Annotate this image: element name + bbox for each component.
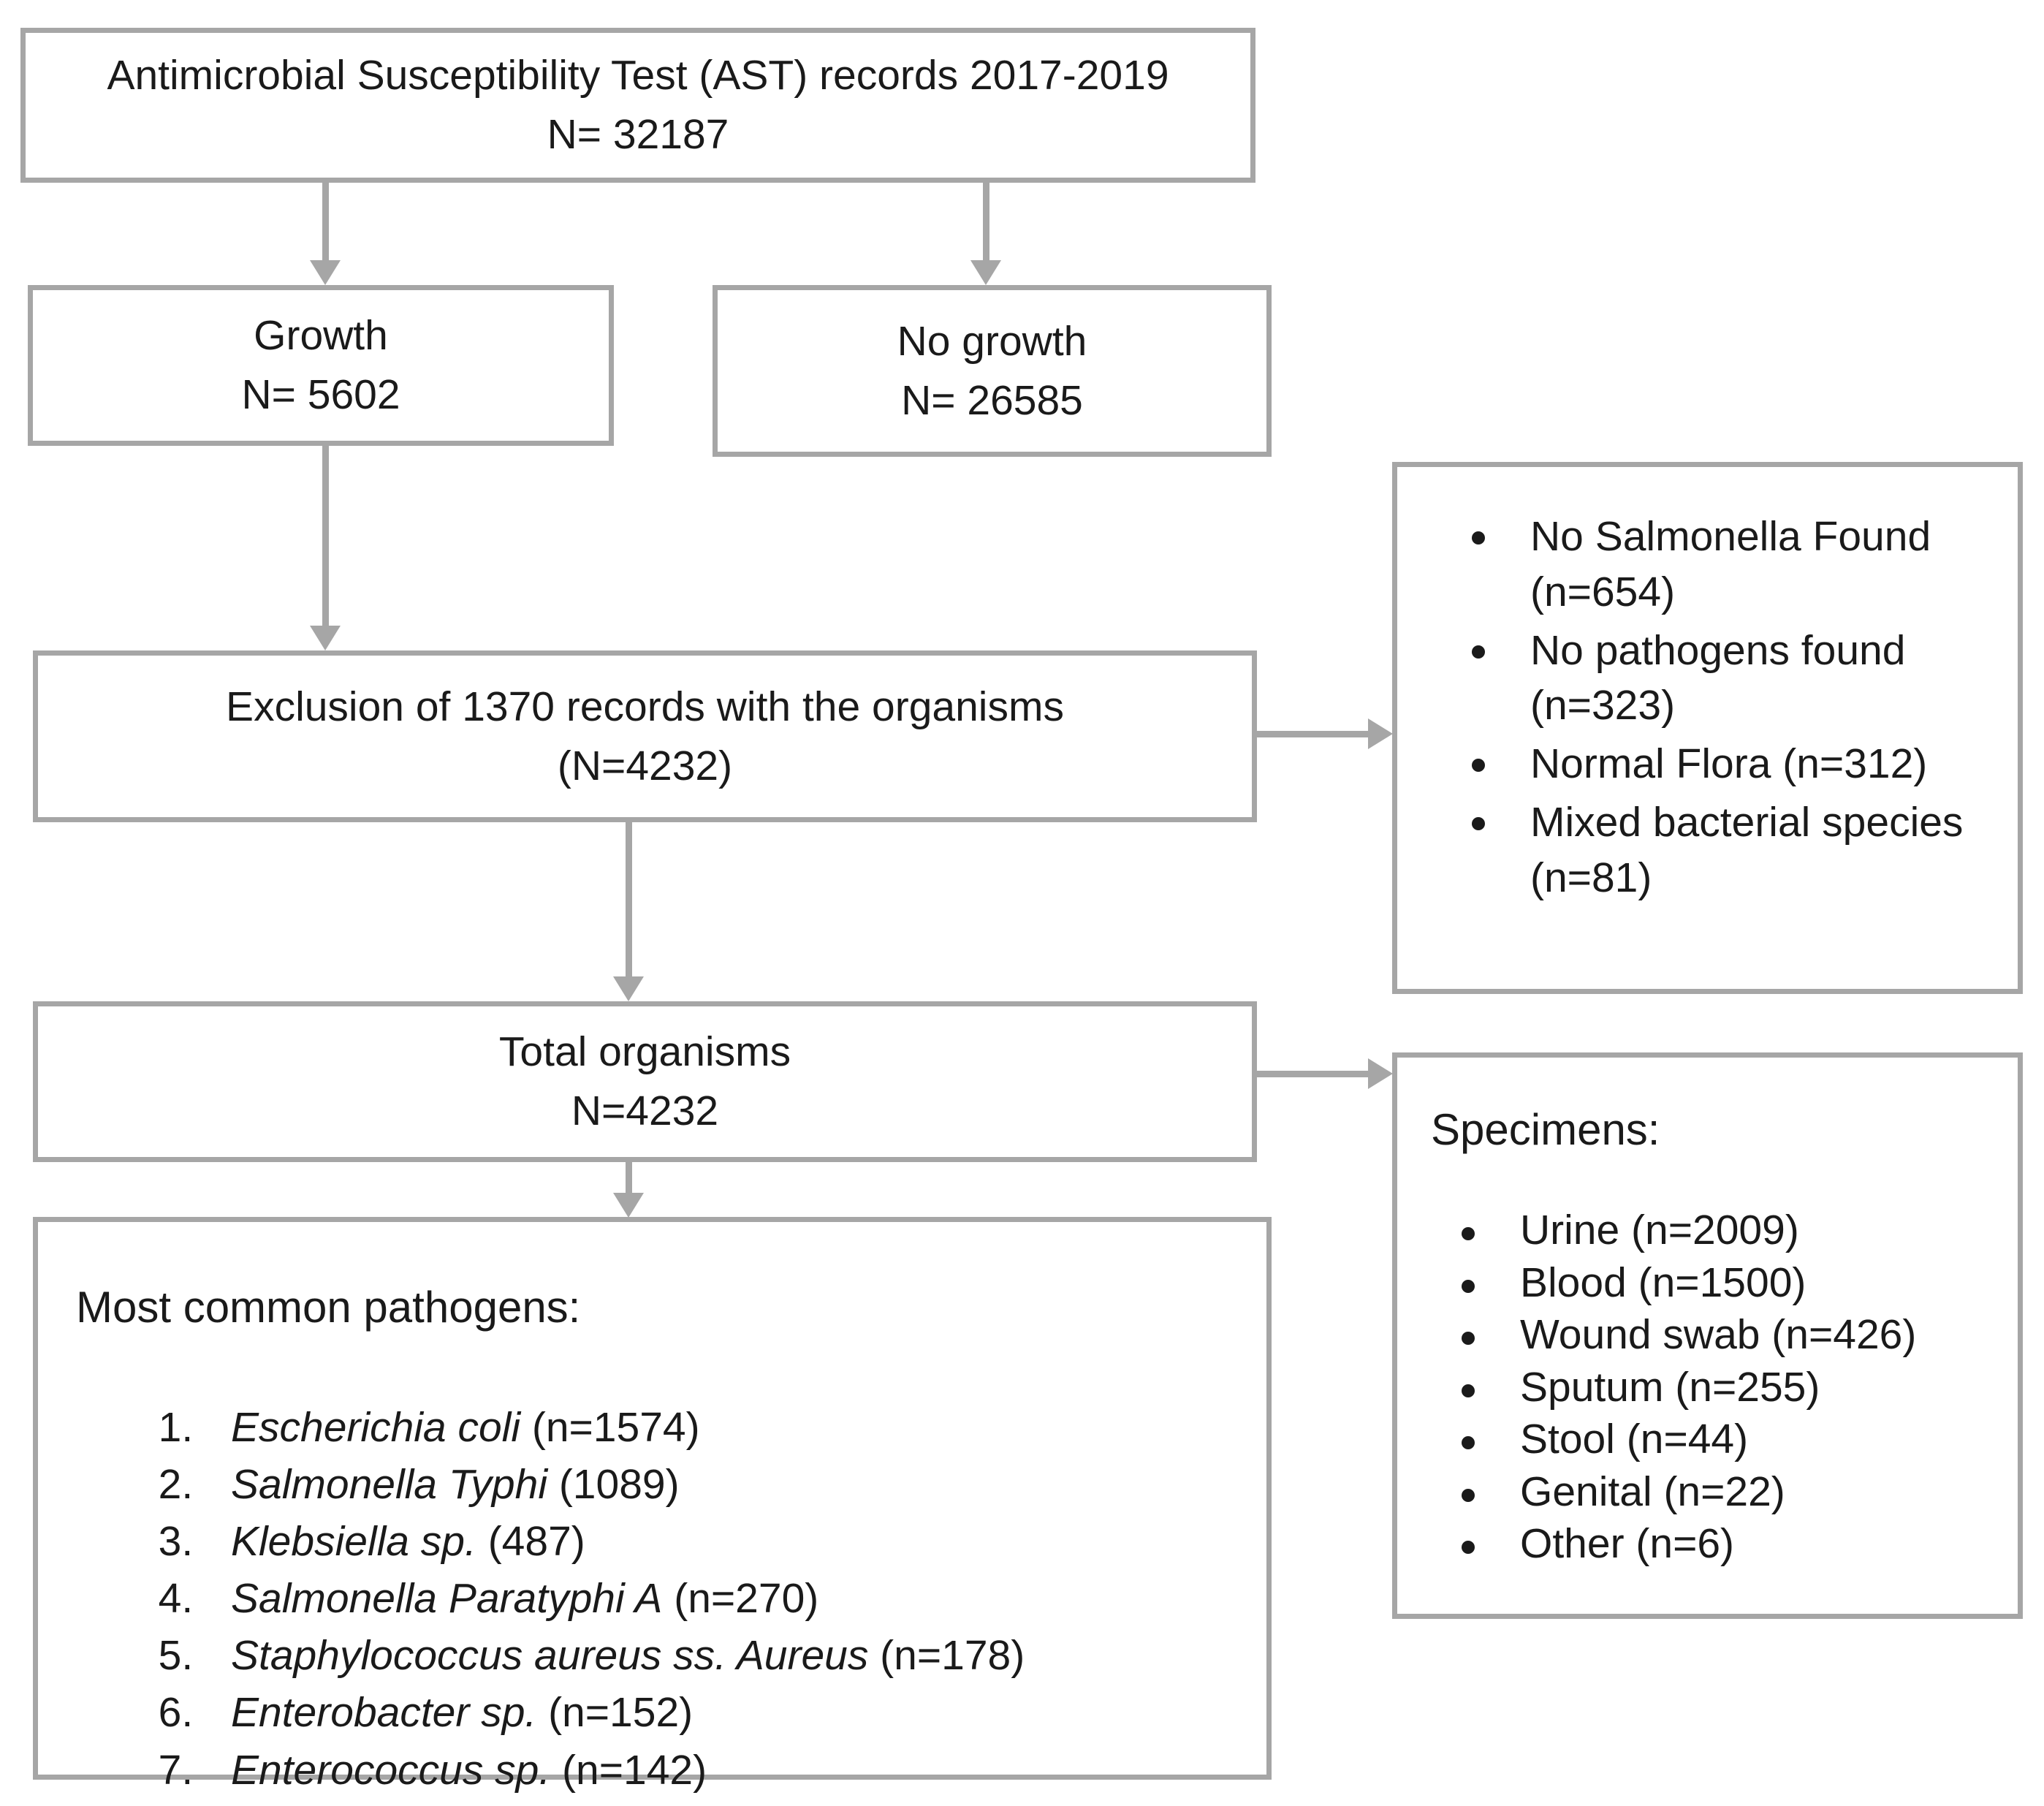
specimens-heading: Specimens:	[1431, 1105, 1660, 1154]
pathogen-name: Enterococcus sp.	[231, 1746, 551, 1794]
list-item: Urine (n=2009)	[1457, 1205, 1988, 1256]
node-exclusion-reasons: No Salmonella Found (n=654) No pathogens…	[1392, 462, 2023, 994]
specimens-list: Urine (n=2009) Blood (n=1500) Wound swab…	[1428, 1205, 2018, 1571]
pathogen-name: Enterobacter sp.	[231, 1689, 537, 1737]
list-item: No Salmonella Found (n=654)	[1467, 509, 1988, 621]
list-item: Mixed bacterial species (n=81)	[1467, 795, 1988, 906]
node-no-growth-line1: No growth	[897, 317, 1087, 365]
connector-total-to-pathogens-arrowhead	[613, 1193, 644, 1218]
node-total-organisms-line2: N=4232	[571, 1088, 719, 1134]
node-ast-records-line2: N= 32187	[547, 111, 729, 158]
node-growth-line1: Growth	[254, 312, 388, 360]
pathogens-list: Escherichia coli (n=1574) Salmonella Typ…	[76, 1400, 1266, 1800]
connector-growth-to-exclusion-line	[322, 446, 329, 626]
node-total-organisms: Total organisms N=4232	[33, 1001, 1257, 1162]
connector-ast-to-growth-line	[322, 183, 329, 260]
exclusion-reasons-list: No Salmonella Found (n=654) No pathogens…	[1397, 509, 2018, 909]
list-item: Stool (n=44)	[1457, 1414, 1988, 1465]
pathogen-name: Klebsiella sp.	[231, 1518, 476, 1566]
connector-total-to-specimens-arrowhead	[1368, 1058, 1393, 1089]
pathogen-name: Salmonella Paratyphi A	[231, 1575, 663, 1623]
node-no-growth-line2: N= 26585	[901, 376, 1083, 424]
list-item: Salmonella Typhi (1089)	[205, 1457, 1266, 1511]
list-item: Enterobacter sp. (n=152)	[205, 1685, 1266, 1739]
connector-growth-to-exclusion-arrowhead	[310, 626, 341, 650]
list-item: Staphylococcus aureus ss. Aureus (n=178)	[205, 1628, 1266, 1682]
connector-ast-to-nogrowth-arrowhead	[970, 260, 1001, 285]
list-item: Genital (n=22)	[1457, 1467, 1988, 1518]
list-item: Normal Flora (n=312)	[1467, 737, 1988, 792]
node-exclusion-line1: Exclusion of 1370 records with the organ…	[226, 683, 1064, 730]
list-item: No pathogens found (n=323)	[1467, 623, 1988, 735]
node-ast-records: Antimicrobial Susceptibility Test (AST) …	[20, 28, 1255, 183]
node-most-common-pathogens: Most common pathogens: Escherichia coli …	[33, 1217, 1272, 1794]
pathogen-count: (n=142)	[550, 1746, 707, 1794]
pathogen-name: Salmonella Typhi	[231, 1461, 547, 1509]
node-specimens: Specimens: Urine (n=2009) Blood (n=1500)…	[1392, 1052, 2023, 1619]
pathogen-count: (487)	[476, 1518, 585, 1566]
connector-exclusion-to-total-arrowhead	[613, 976, 644, 1001]
pathogens-heading: Most common pathogens:	[76, 1283, 581, 1332]
list-item: Other (n=6)	[1457, 1519, 1988, 1570]
list-item: Sputum (n=255)	[1457, 1362, 1988, 1414]
node-growth-line2: N= 5602	[241, 371, 400, 418]
node-growth: Growth N= 5602	[28, 285, 614, 446]
list-item: Escherichia coli (n=1574)	[205, 1400, 1266, 1454]
pathogen-name: Escherichia coli	[231, 1404, 520, 1451]
connector-ast-to-growth-arrowhead	[310, 260, 341, 285]
list-item: Salmonella Paratyphi A (n=270)	[205, 1571, 1266, 1625]
node-ast-records-line1: Antimicrobial Susceptibility Test (AST) …	[107, 52, 1169, 99]
list-item: Klebsiella sp. (487)	[205, 1514, 1266, 1568]
connector-ast-to-nogrowth-line	[983, 183, 989, 260]
connector-exclusion-to-reasons-arrowhead	[1368, 718, 1393, 749]
node-total-organisms-line1: Total organisms	[498, 1028, 791, 1076]
connector-total-to-specimens-line	[1257, 1071, 1368, 1077]
node-exclusion-line2: (N=4232)	[557, 742, 733, 789]
list-item: Blood (n=1500)	[1457, 1258, 1988, 1309]
list-item: Wound swab (n=426)	[1457, 1310, 1988, 1361]
node-exclusion: Exclusion of 1370 records with the organ…	[33, 650, 1257, 822]
pathogen-count: (n=270)	[662, 1575, 819, 1623]
pathogen-name: Staphylococcus aureus ss. Aureus	[231, 1632, 869, 1680]
pathogen-count: (1089)	[547, 1461, 680, 1509]
connector-total-to-pathogens-line	[626, 1162, 632, 1193]
pathogen-count: (n=152)	[536, 1689, 694, 1737]
connector-exclusion-to-total-line	[626, 822, 632, 976]
list-item: Enterococcus sp. (n=142)	[205, 1743, 1266, 1797]
node-no-growth: No growth N= 26585	[713, 285, 1272, 457]
connector-exclusion-to-reasons-line	[1257, 731, 1368, 737]
pathogen-count: (n=178)	[868, 1632, 1025, 1680]
pathogen-count: (n=1574)	[520, 1404, 700, 1451]
